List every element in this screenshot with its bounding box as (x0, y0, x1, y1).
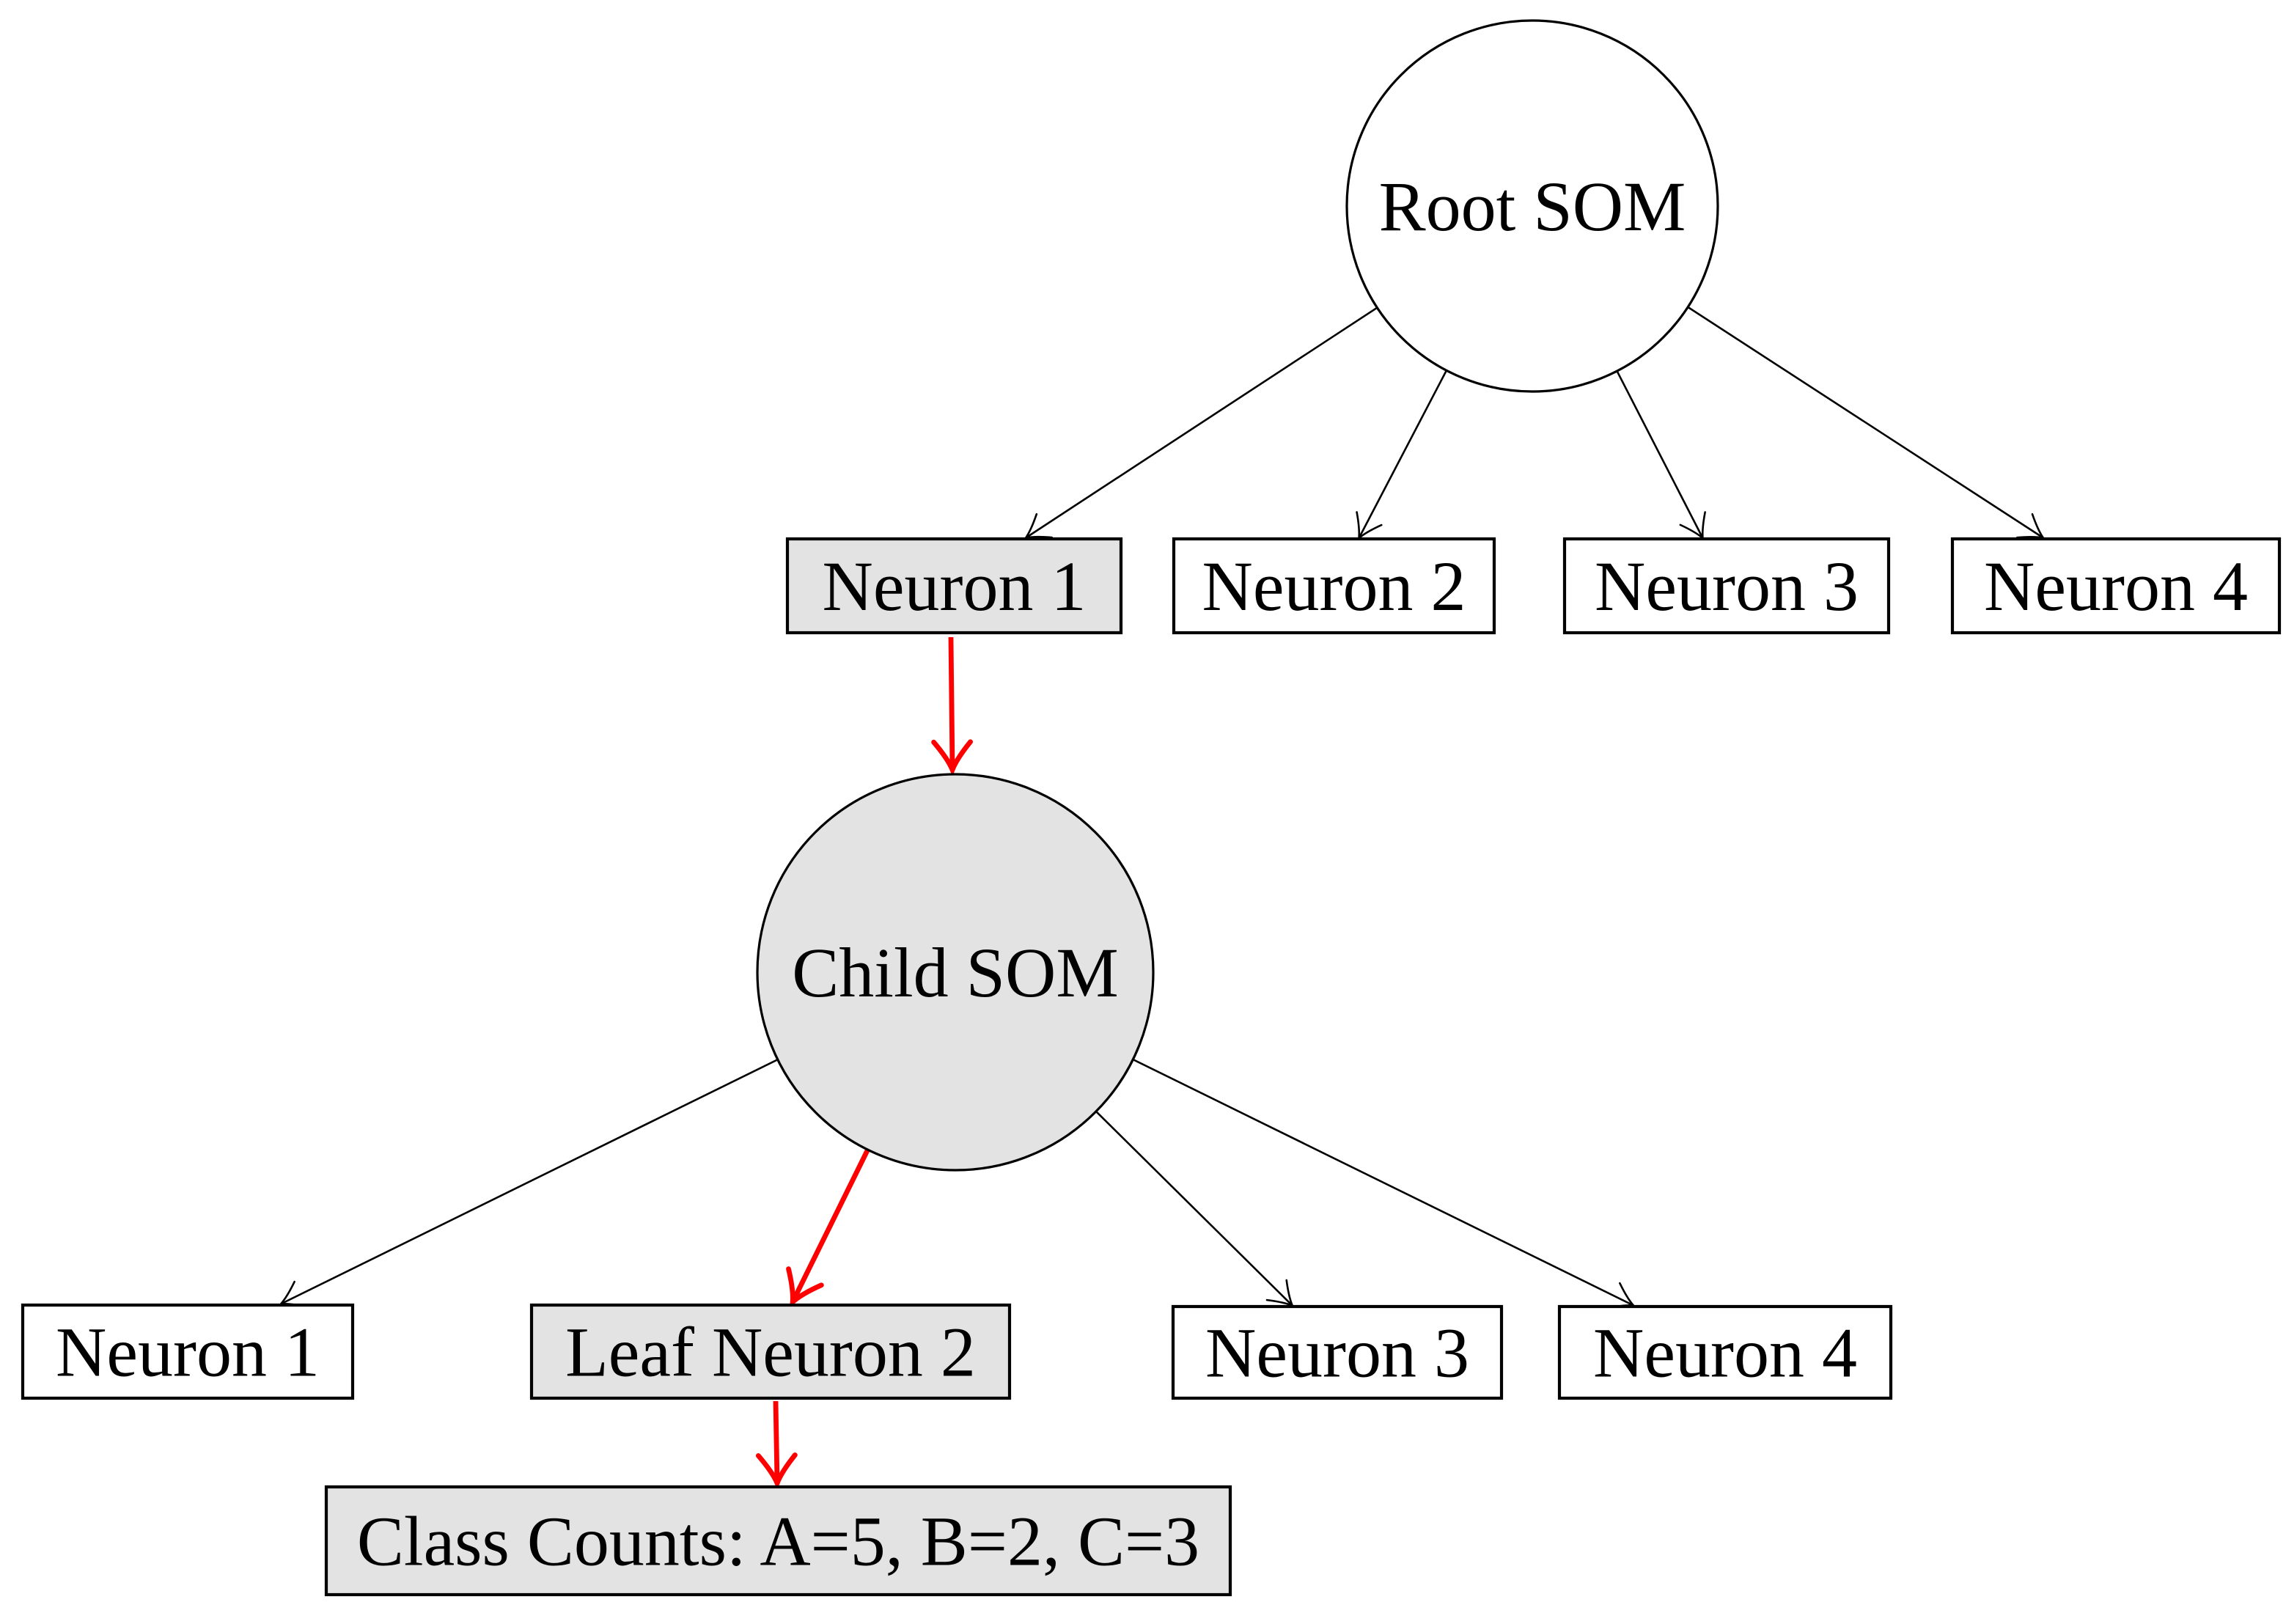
node-label-leaf-neuron-2: Leaf Neuron 2 (565, 1313, 976, 1392)
node-child-neuron-1 (21, 1303, 355, 1400)
node-root-neuron-2 (1172, 537, 1496, 635)
node-label-child-som: Child SOM (792, 933, 1118, 1012)
node-label-root-neuron-4: Neuron 4 (1984, 547, 2248, 625)
node-label-root-neuron-3: Neuron 3 (1595, 547, 1859, 625)
node-root-som (1345, 19, 1719, 393)
edge-leaf-neuron-2-to-class-counts (755, 1400, 798, 1491)
node-child-neuron-4 (1557, 1304, 1893, 1400)
node-child-neuron-3 (1171, 1304, 1504, 1400)
node-label-class-counts: Class Counts: A=5, B=2, C=3 (357, 1502, 1199, 1581)
node-layer (21, 19, 2282, 1597)
node-label-child-neuron-3: Neuron 3 (1205, 1314, 1469, 1392)
node-root-neuron-3 (1562, 537, 1891, 635)
edge-neuron-1-to-child-som (931, 636, 973, 777)
node-child-som (756, 773, 1155, 1172)
node-label-root-neuron-2: Neuron 2 (1202, 547, 1466, 625)
node-leaf-neuron-2 (529, 1303, 1012, 1400)
node-root-neuron-1 (785, 537, 1123, 635)
node-label-child-neuron-4: Neuron 4 (1593, 1314, 1857, 1392)
node-class-counts (324, 1485, 1232, 1597)
node-root-neuron-4 (1950, 537, 2282, 635)
node-label-root-neuron-1: Neuron 1 (823, 547, 1087, 625)
node-label-child-neuron-1: Neuron 1 (56, 1313, 320, 1392)
label-layer: Root SOM Child SOM Neuron 1 Neuron 2 Neuron … (56, 167, 2248, 1581)
node-label-root-som: Root SOM (1379, 167, 1686, 246)
